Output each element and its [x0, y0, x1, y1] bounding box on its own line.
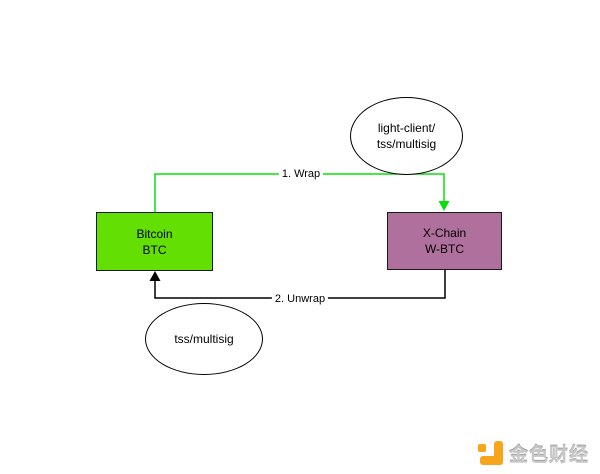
jinse-finance-watermark: 金色财经: [477, 440, 589, 467]
node-xchain-label-line1: X-Chain: [422, 226, 467, 240]
jinse-logo-hbar: [479, 455, 503, 465]
node-bitcoin-label-line2: BTC: [142, 242, 167, 257]
wrap-arrowhead-icon: [438, 201, 450, 211]
node-xchain-label-line2: W-BTC: [424, 242, 465, 256]
jinse-logo-vbar: [493, 440, 503, 465]
unwrap-edge-label: 2. Unwrap: [271, 292, 329, 306]
node-xchain-wbtc: X-Chain W-BTC: [387, 212, 502, 270]
node-bitcoin-label-line1: Bitcoin: [136, 226, 173, 241]
jinse-logo-icon: [477, 440, 505, 467]
node-tss-multisig: tss/multisig: [145, 303, 263, 375]
jinse-logo-dot: [477, 443, 486, 452]
unwrap-arrowhead-icon: [149, 271, 161, 281]
wrap-edge-label: 1. Wrap: [278, 167, 324, 181]
node-light-client-label-line1: light-client/: [377, 121, 436, 135]
node-light-client-label-line2: tss/multisig: [376, 137, 437, 151]
node-light-client: light-client/ tss/multisig: [350, 97, 463, 175]
jinse-finance-wordmark: 金色财经: [508, 445, 589, 466]
node-tss-multisig-label: tss/multisig: [174, 332, 234, 346]
node-bitcoin-btc: Bitcoin BTC: [96, 212, 213, 271]
